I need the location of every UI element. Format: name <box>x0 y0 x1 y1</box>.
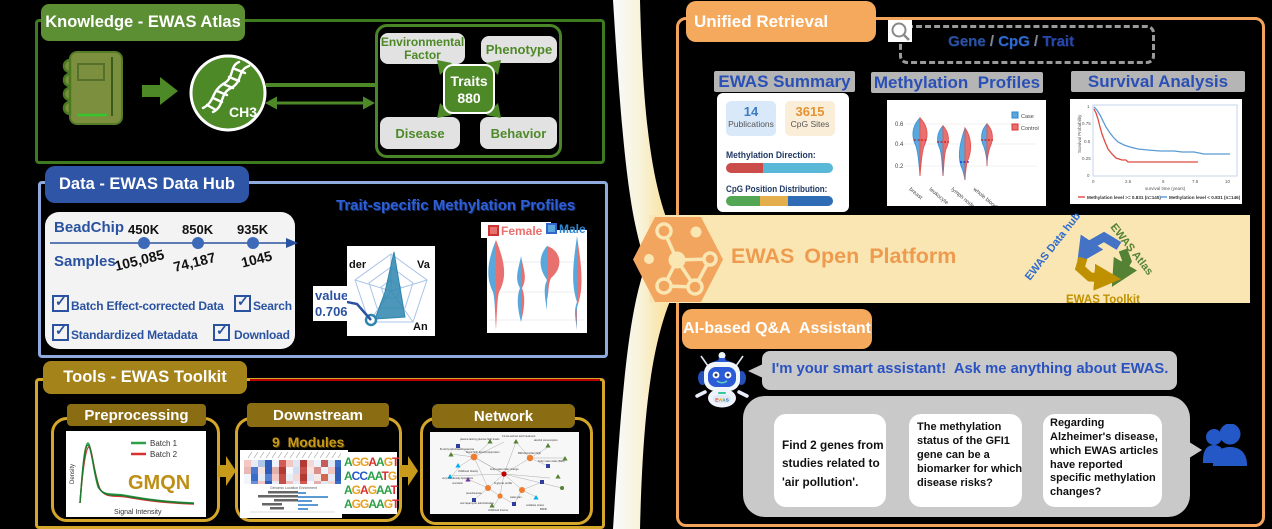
svg-text:CH3: CH3 <box>229 104 257 120</box>
svg-text:childhood trauma: childhood trauma <box>488 508 508 512</box>
svg-text:EWAS Atlas: EWAS Atlas <box>1108 221 1152 277</box>
svg-text:1: 1 <box>1087 104 1090 109</box>
svg-text:0.75: 0.75 <box>1082 121 1091 126</box>
svg-text:Case: Case <box>1021 114 1034 120</box>
svg-text:alcohol consumption: alcohol consumption <box>534 438 558 442</box>
svg-text:0.5: 0.5 <box>1084 139 1091 144</box>
svg-text:childhood obesity: childhood obesity <box>458 469 479 473</box>
svg-text:Methylation level >= 0.831 (n=: Methylation level >= 0.831 (n=145) <box>1087 195 1161 200</box>
svg-text:very low density lipoprotein: very low density lipoprotein <box>442 476 474 480</box>
svg-text:7.5: 7.5 <box>1192 179 1199 184</box>
svg-text:plasma fasting glucose high le: plasma fasting glucose high levels <box>460 437 500 441</box>
svg-text:Signal Intensity: Signal Intensity <box>114 509 162 516</box>
svg-text:EWAS Toolkit: EWAS Toolkit <box>1066 294 1140 306</box>
svg-text:880: 880 <box>457 90 481 106</box>
svg-text:body mass index (BMI): body mass index (BMI) <box>538 459 565 463</box>
svg-text:Female: Female <box>501 224 543 238</box>
svg-text:Genomic Location Enrichment: Genomic Location Enrichment <box>270 486 317 490</box>
svg-text:GMQN: GMQN <box>128 472 190 494</box>
svg-text:Batch 2: Batch 2 <box>150 450 178 459</box>
svg-text:body mass index change: body mass index change <box>490 467 519 471</box>
svg-text:0: 0 <box>1092 179 1095 184</box>
svg-text:blood high density lipoprotein: blood high density lipoprotein <box>466 450 500 454</box>
svg-text:Batch 1: Batch 1 <box>150 439 178 448</box>
svg-text:oxidative stress: oxidative stress <box>526 503 545 507</box>
svg-text:Traits: Traits <box>450 73 488 89</box>
svg-text:0.6: 0.6 <box>895 122 904 128</box>
svg-text:0.4: 0.4 <box>895 142 904 148</box>
svg-text:Survival Probability: Survival Probability <box>1077 114 1082 153</box>
svg-text:2.5: 2.5 <box>1125 179 1132 184</box>
svg-text:waist gain: waist gain <box>510 495 522 499</box>
svg-text:Methylation level < 0.831 (n=1: Methylation level < 0.831 (n=146) <box>1169 195 1241 200</box>
svg-text:preeclampsia: preeclampsia <box>466 491 482 495</box>
svg-text:BMI-discordant high: BMI-discordant high <box>518 451 542 455</box>
svg-text:BDNF: BDNF <box>540 507 547 511</box>
svg-text:Va: Va <box>417 259 431 271</box>
svg-text:Control: Control <box>1021 126 1039 132</box>
svg-text:B-cell lymphoblastic leukemia: B-cell lymphoblastic leukemia <box>440 447 475 451</box>
svg-text:13-cis-retinoic acid treatment: 13-cis-retinoic acid treatment <box>502 434 536 438</box>
svg-text:survival time (years): survival time (years) <box>1145 186 1186 191</box>
svg-text:mucositis: mucositis <box>452 481 464 485</box>
svg-text:0.25: 0.25 <box>1082 156 1091 161</box>
svg-text:10: 10 <box>1225 179 1231 184</box>
svg-text:0.2: 0.2 <box>895 164 904 170</box>
svg-text:Density: Density <box>70 464 76 484</box>
svg-text:der: der <box>349 259 367 271</box>
svg-text:EWAS Data hub: EWAS Data hub <box>1023 213 1083 283</box>
svg-text:oral rapamycin administration: oral rapamycin administration <box>460 501 494 505</box>
svg-text:Male: Male <box>559 222 586 236</box>
svg-text:5: 5 <box>1162 179 1165 184</box>
svg-text:N-glycan profile: N-glycan profile <box>494 481 513 485</box>
svg-text:An: An <box>413 321 428 333</box>
svg-text:0: 0 <box>1087 173 1090 178</box>
svg-text:EWAS: EWAS <box>715 398 729 403</box>
